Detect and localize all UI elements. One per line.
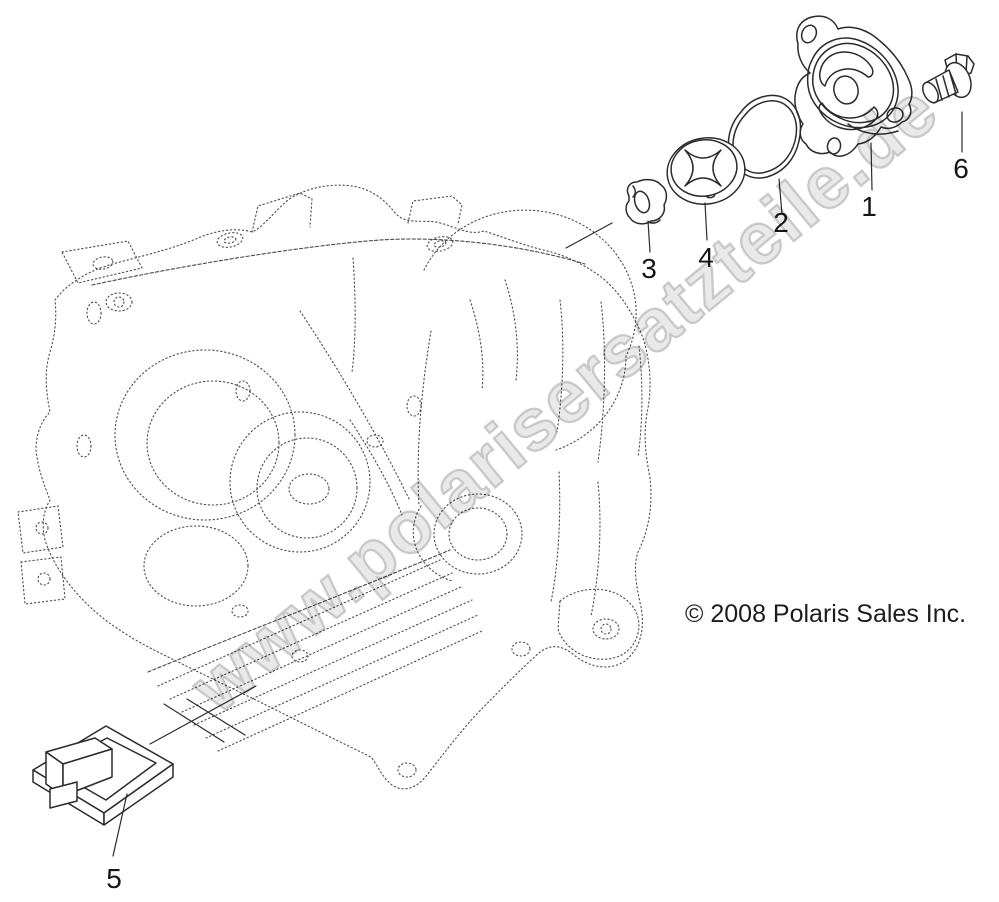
callout-label-3: 3 bbox=[641, 253, 657, 284]
leader-screen-tick-2 bbox=[186, 698, 246, 736]
part-pump-rotor-set bbox=[666, 137, 746, 205]
callout-label-1: 1 bbox=[861, 191, 877, 222]
callout-label-4: 4 bbox=[698, 242, 714, 273]
part-oil-pump-cover bbox=[794, 15, 913, 157]
location-leader-lines bbox=[149, 222, 613, 745]
leader-screen-tick-1 bbox=[163, 703, 225, 743]
leader-screen-long bbox=[149, 685, 257, 745]
callout-leader-1 bbox=[870, 142, 873, 191]
part-pump-inner-rotor bbox=[625, 178, 668, 225]
callout-leader-3 bbox=[647, 220, 651, 253]
copyright-text: © 2008 Polaris Sales Inc. bbox=[685, 600, 966, 628]
callout-label-5: 5 bbox=[106, 863, 122, 894]
callout-leader-4 bbox=[704, 202, 708, 241]
callout-label-6: 6 bbox=[953, 153, 969, 184]
leader-to-pump-parts bbox=[565, 222, 613, 249]
crankcase-sketch bbox=[17, 184, 652, 790]
callout-leader-2 bbox=[778, 178, 783, 215]
callout-leader-5 bbox=[112, 793, 128, 857]
part-oil-strainer-screen bbox=[32, 725, 174, 826]
part-flange-bolt bbox=[922, 53, 975, 104]
callout-label-2: 2 bbox=[773, 207, 789, 238]
callout-leaders bbox=[112, 111, 963, 857]
